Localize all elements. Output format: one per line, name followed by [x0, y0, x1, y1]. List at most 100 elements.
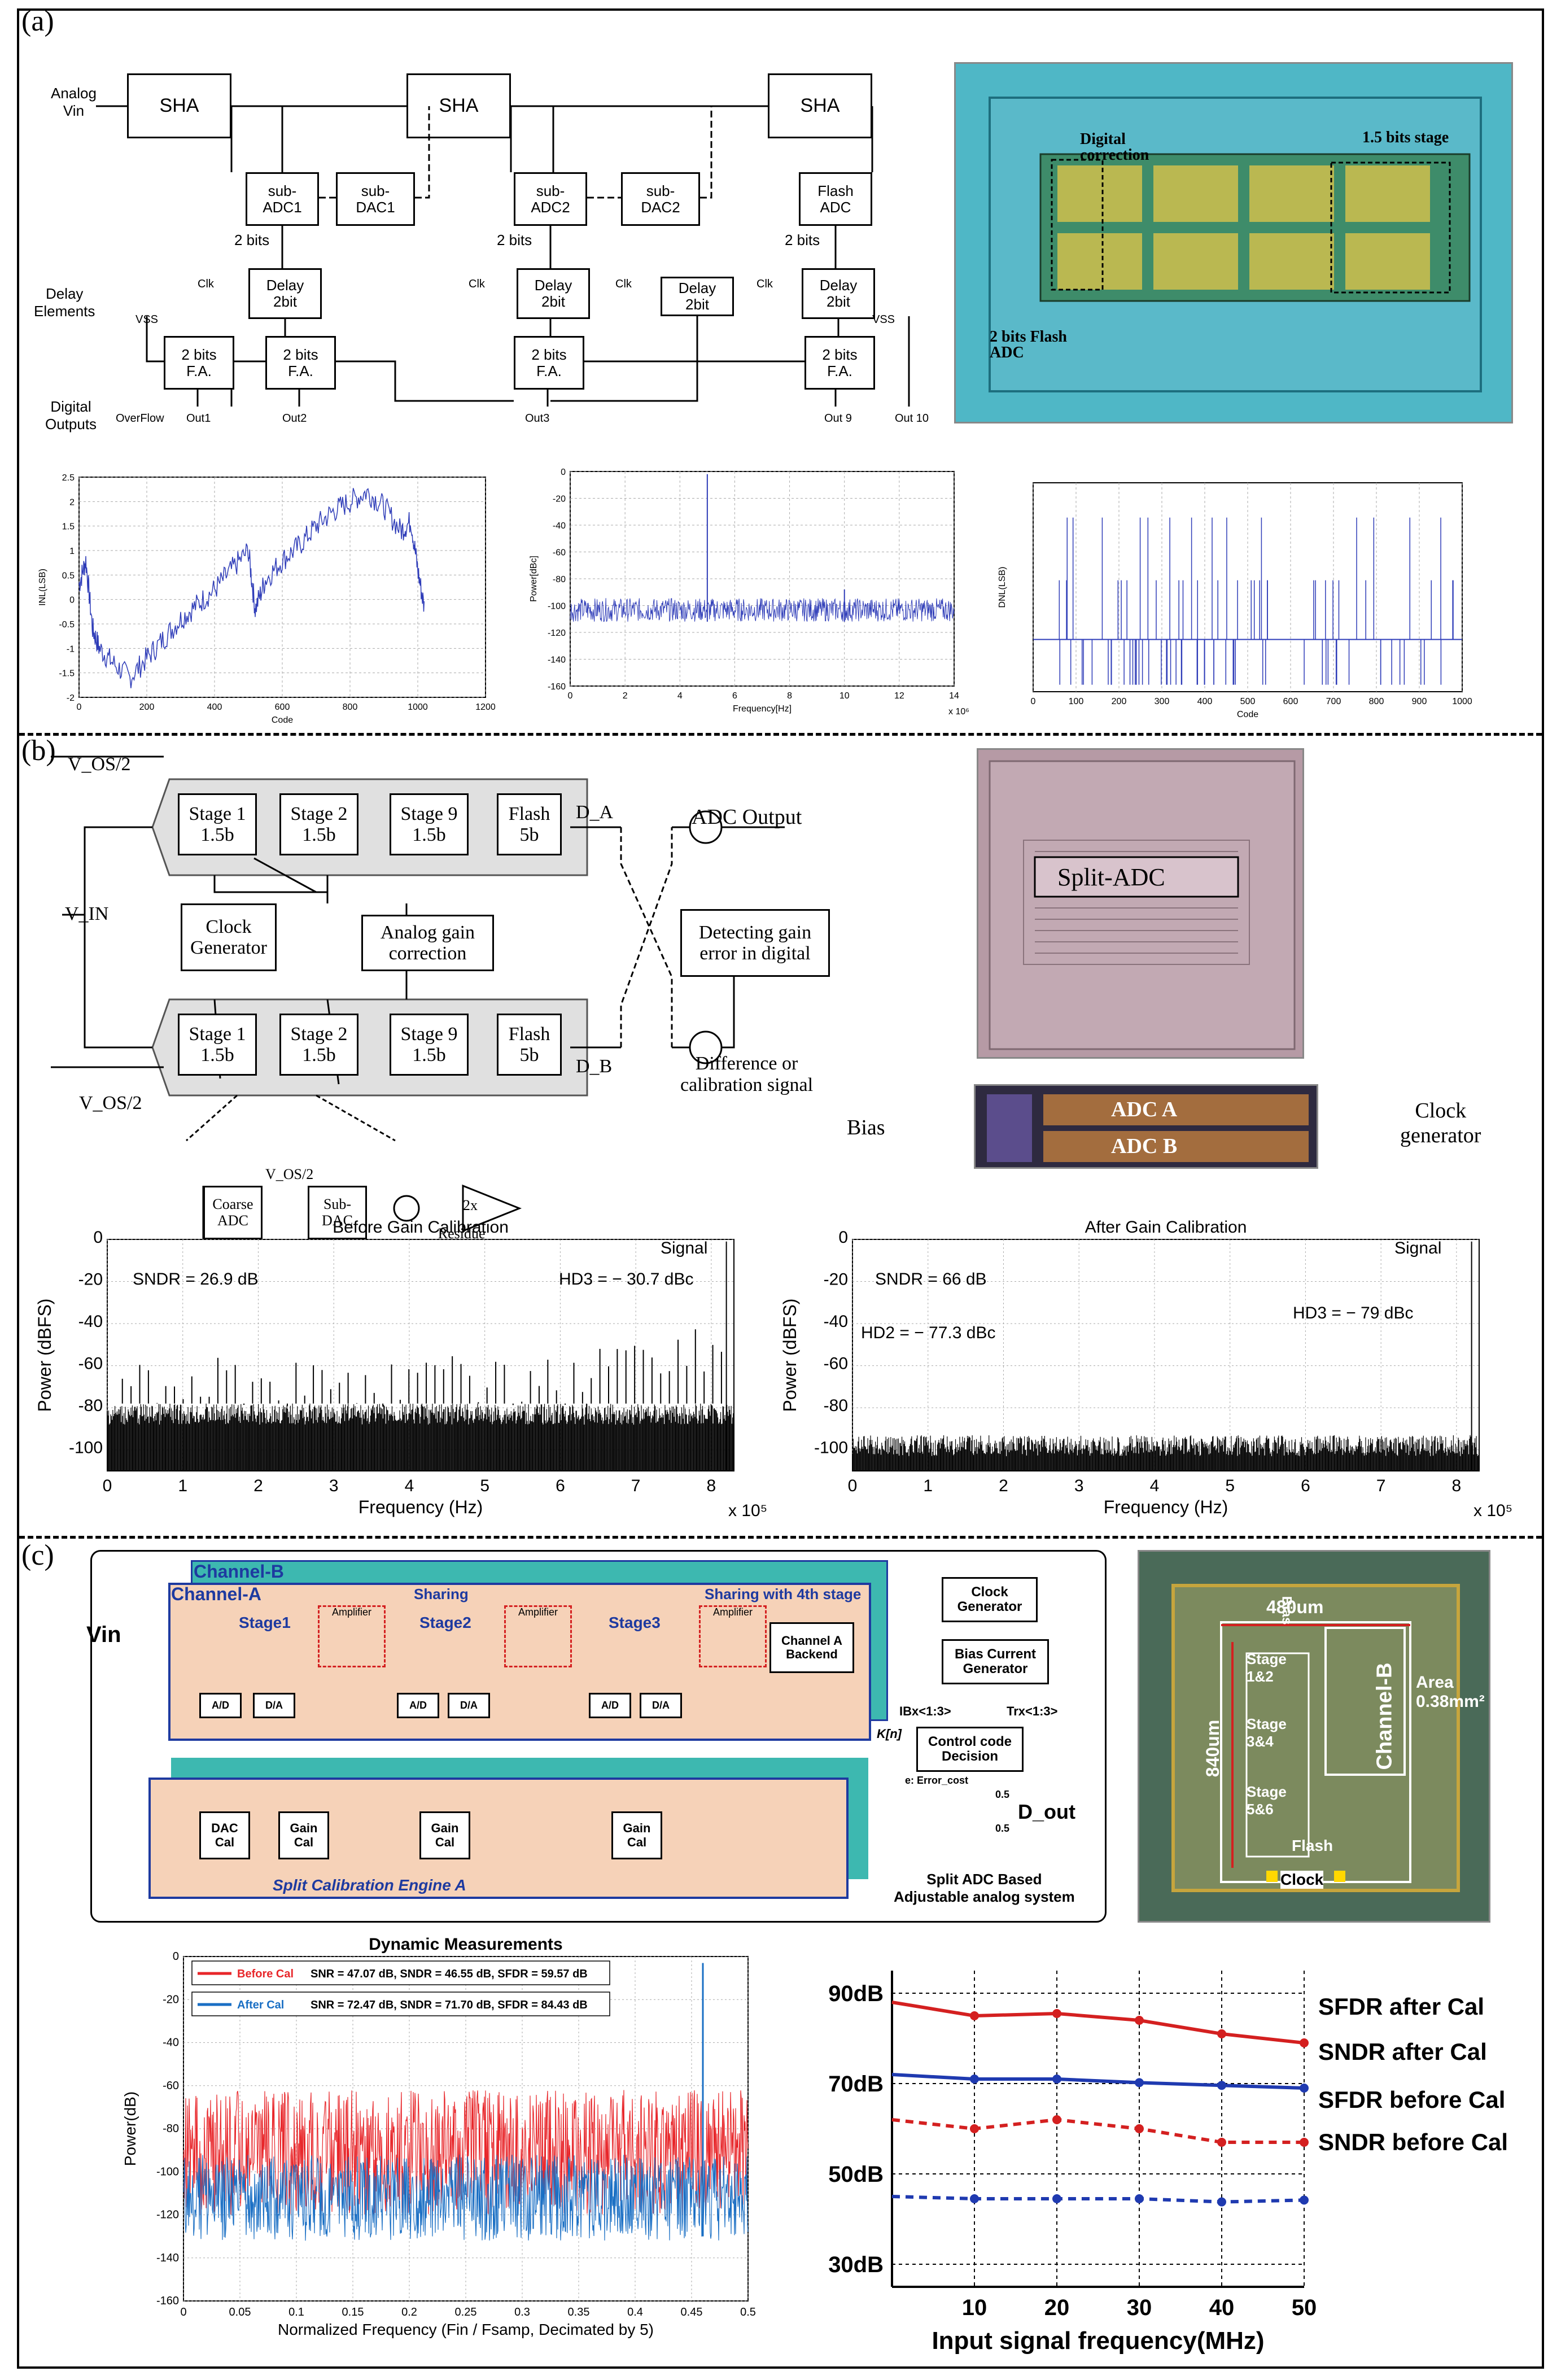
diagram-b-shapes — [51, 756, 785, 1243]
x-tick-label: 0.2 — [401, 2306, 417, 2318]
x-exponent-label: x 10⁵ — [728, 1501, 767, 1520]
x-tick-label: 400 — [207, 702, 222, 712]
x-tick-label: 3 — [329, 1477, 339, 1495]
x-tick-label: 3 — [1074, 1477, 1084, 1495]
series-point-0 — [1135, 2016, 1144, 2025]
sub-adc1-block: sub- ADC1 — [246, 172, 319, 226]
y-tick-label: -20 — [163, 1993, 179, 2006]
x-tick-label: 200 — [1112, 697, 1127, 706]
y-tick-label: -60 — [78, 1355, 103, 1373]
y-axis-label: INL(LSB) — [38, 569, 47, 606]
detect-gain-box: Detecting gain error in digital — [680, 909, 830, 977]
series-point-3 — [1135, 2194, 1144, 2203]
adc-a-label: ADC A — [1111, 1098, 1178, 1121]
x-tick-label: 4 — [1150, 1477, 1160, 1495]
analog-vin-label: Analog Vin — [51, 85, 97, 119]
gain-cal-box-1: Gain Cal — [278, 1811, 329, 1859]
chip-a-flash-label: 2 bits Flash ADC — [990, 328, 1067, 361]
chip-a-digital-correction: Digital correction — [1080, 130, 1149, 164]
x-tick-label: 14 — [949, 691, 959, 701]
x-tick-label: 0.3 — [514, 2306, 530, 2318]
x-tick-label: 0.25 — [455, 2306, 477, 2318]
x-tick-label: 0.1 — [288, 2306, 304, 2318]
stage2-top: Stage 2 1.5b — [279, 793, 358, 855]
series-point-2 — [970, 2124, 979, 2133]
spectrum-noise-line — [570, 598, 955, 622]
delay-block-3: Delay 2bit — [661, 277, 734, 316]
annotation-hd3: HD3 = − 30.7 dBc — [559, 1270, 693, 1289]
x-tick-label: 20 — [1044, 2295, 1070, 2320]
x-tick-label: 6 — [1301, 1477, 1310, 1495]
series-point-1 — [970, 2075, 979, 2084]
x-axis-label: Code — [272, 715, 293, 725]
series-line-2 — [891, 2117, 1304, 2144]
x-tick-label: 400 — [1197, 697, 1213, 706]
chip-c-stage34: Stage 3&4 — [1247, 1715, 1287, 1750]
x-axis-label: Frequency (Hz) — [358, 1497, 483, 1517]
amplifier-2: Amplifier — [504, 1605, 572, 1667]
x-tick-label: 0.35 — [568, 2306, 590, 2318]
x-axis-label: Input signal frequency(MHz) — [932, 2327, 1264, 2355]
y-tick-label: -160 — [156, 2295, 179, 2307]
output-2: Out2 — [282, 412, 307, 425]
da-box-1: D/A — [253, 1693, 295, 1718]
vss-label-2: VSS — [872, 313, 895, 326]
chart-title: Before Gain Calibration — [333, 1218, 509, 1237]
bias-label: Bias — [847, 1116, 885, 1139]
y-tick-label: -40 — [78, 1312, 103, 1331]
x-axis-label: Code — [1237, 710, 1258, 719]
ad-box-1: A/D — [199, 1693, 242, 1718]
stage1-top: Stage 1 1.5b — [178, 793, 257, 855]
y-axis-label: Power (dBFS) — [34, 1299, 55, 1412]
x-tick-label: 5 — [480, 1477, 489, 1495]
x-tick-label: 12 — [894, 691, 904, 701]
x-axis-label: Frequency (Hz) — [1104, 1497, 1228, 1517]
series-point-0 — [970, 2011, 979, 2020]
chip-a-layout — [989, 97, 1482, 392]
x-tick-label: 900 — [1412, 697, 1427, 706]
trx-label: Trx<1:3> — [1007, 1704, 1058, 1718]
chip-c-height: 840um — [1203, 1719, 1223, 1778]
x-tick-label: 0 — [103, 1477, 112, 1495]
full-adder-1: 2 bits F.A. — [164, 336, 234, 390]
da-box-2: D/A — [448, 1693, 490, 1718]
y-tick-label: -100 — [156, 2165, 179, 2178]
stage3-c-label: Stage3 — [609, 1614, 661, 1631]
clock-generator-label: Clock generator — [1400, 1099, 1481, 1147]
y-tick-label: 0 — [561, 468, 566, 477]
annotation-sndr: SNDR = 66 dB — [875, 1270, 987, 1289]
y-tick-label: -40 — [553, 521, 566, 531]
series-point-2 — [1300, 2138, 1309, 2147]
dac-cal-box: DAC Cal — [199, 1811, 250, 1859]
x-tick-label: 0.4 — [627, 2306, 643, 2318]
half-label-1: 0.5 — [995, 1789, 1010, 1800]
y-tick-label: -1.5 — [59, 669, 75, 679]
y-tick-label: -80 — [824, 1396, 848, 1415]
y-tick-label: -80 — [553, 575, 566, 584]
y-tick-label: 50dB — [828, 2162, 884, 2187]
series-point-1 — [1135, 2078, 1144, 2088]
split-adc-label: Split-ADC — [1057, 863, 1165, 891]
db-label: D_B — [576, 1056, 613, 1077]
y-tick-label: -100 — [69, 1439, 103, 1457]
full-adder-3: 2 bits F.A. — [514, 336, 584, 390]
delay-block-4: Delay 2bit — [802, 268, 875, 319]
x-exponent-label: x 10⁵ — [1473, 1501, 1512, 1520]
y-tick-label: 0 — [173, 1950, 179, 1963]
clk-label-4: Clk — [757, 278, 773, 290]
output-10: Out 10 — [895, 412, 929, 425]
x-tick-label: 6 — [732, 691, 737, 701]
x-tick-label: 300 — [1155, 697, 1170, 706]
x-axis-label: Normalized Frequency (Fin / Fsamp, Decim… — [278, 2321, 654, 2338]
gain-cal-box-3: Gain Cal — [611, 1811, 662, 1859]
annotation-signal: Signal — [661, 1239, 707, 1257]
da-label: D_A — [576, 802, 614, 823]
stage1-c-label: Stage1 — [239, 1614, 291, 1631]
x-tick-label: 0 — [180, 2306, 186, 2318]
delay-elements-label: Delay Elements — [34, 285, 95, 320]
chart-title: After Gain Calibration — [1085, 1218, 1247, 1237]
x-tick-label: 8 — [787, 691, 792, 701]
ad-box-2: A/D — [397, 1693, 439, 1718]
x-tick-label: 0.45 — [681, 2306, 703, 2318]
engine-a-panel — [148, 1778, 849, 1899]
